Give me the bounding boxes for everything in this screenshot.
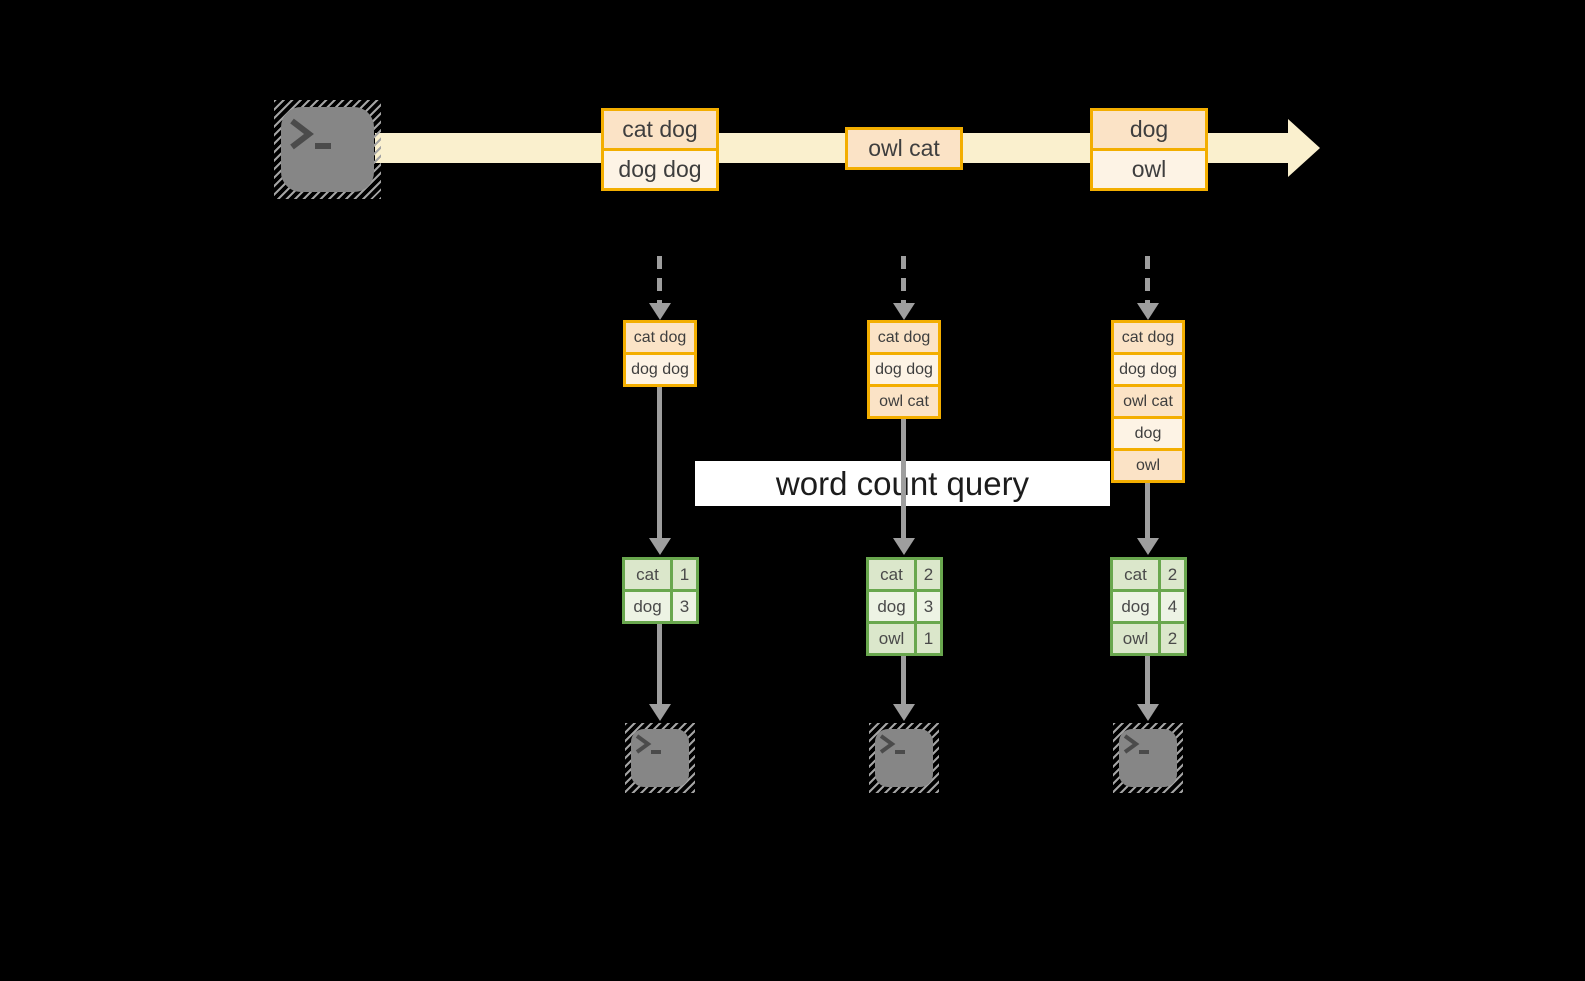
stream-event-box-3: dog owl xyxy=(1090,108,1208,191)
terminal-prompt-icon xyxy=(879,734,905,754)
count-table-1: cat 1 dog 3 xyxy=(622,557,699,624)
flow-arrow-shaft xyxy=(1145,483,1150,538)
sink-terminal-icon xyxy=(869,723,939,793)
count-value: 3 xyxy=(917,592,940,621)
count-row: owl 1 xyxy=(869,624,940,653)
count-row: owl 2 xyxy=(1113,624,1184,653)
dashed-arrow-shaft xyxy=(657,256,662,303)
source-terminal-icon xyxy=(274,100,381,199)
count-value: 1 xyxy=(673,560,696,589)
count-word: dog xyxy=(625,592,670,621)
stream-event-box-1: cat dog dog dog xyxy=(601,108,719,191)
buffer-line: cat dog xyxy=(870,323,938,352)
count-row: dog 3 xyxy=(625,592,696,621)
stream-event-box-2: owl cat xyxy=(845,127,963,170)
flow-arrow-shaft xyxy=(1145,656,1150,704)
stream-event-line: dog dog xyxy=(604,151,716,188)
dashed-arrow-shaft xyxy=(1145,256,1150,303)
buffer-line: cat dog xyxy=(1114,323,1182,352)
count-value: 2 xyxy=(917,560,940,589)
count-word: owl xyxy=(1113,624,1158,653)
count-value: 4 xyxy=(1161,592,1184,621)
sink-terminal-icon xyxy=(625,723,695,793)
dashed-arrowhead-icon xyxy=(893,303,915,320)
flow-arrowhead-icon xyxy=(649,538,671,555)
count-row: cat 2 xyxy=(869,560,940,589)
count-value: 2 xyxy=(1161,560,1184,589)
count-row: dog 4 xyxy=(1113,592,1184,621)
count-word: cat xyxy=(869,560,914,589)
stream-timeline-arrowhead-icon xyxy=(1288,119,1320,177)
terminal-prompt-icon xyxy=(1123,734,1149,754)
stream-event-line: cat dog xyxy=(604,111,716,148)
buffer-stack-3: cat dog dog dog owl cat dog owl xyxy=(1111,320,1185,483)
flow-arrowhead-icon xyxy=(1137,538,1159,555)
buffer-line: dog xyxy=(1114,419,1182,448)
terminal-prompt-icon xyxy=(635,734,661,754)
count-word: dog xyxy=(869,592,914,621)
flow-arrow-shaft xyxy=(901,419,906,538)
count-value: 3 xyxy=(673,592,696,621)
count-word: cat xyxy=(1113,560,1158,589)
count-word: dog xyxy=(1113,592,1158,621)
flow-arrow-shaft xyxy=(657,387,662,538)
dashed-arrowhead-icon xyxy=(649,303,671,320)
buffer-line: owl cat xyxy=(1114,387,1182,416)
count-row: cat 2 xyxy=(1113,560,1184,589)
flow-arrowhead-icon xyxy=(649,704,671,721)
buffer-line: dog dog xyxy=(1114,355,1182,384)
buffer-stack-2: cat dog dog dog owl cat xyxy=(867,320,941,419)
buffer-stack-1: cat dog dog dog xyxy=(623,320,697,387)
flow-arrowhead-icon xyxy=(893,704,915,721)
count-row: cat 1 xyxy=(625,560,696,589)
buffer-line: cat dog xyxy=(626,323,694,352)
buffer-line: dog dog xyxy=(870,355,938,384)
count-table-3: cat 2 dog 4 owl 2 xyxy=(1110,557,1187,656)
buffer-line: owl xyxy=(1114,451,1182,480)
count-value: 1 xyxy=(917,624,940,653)
flow-arrow-shaft xyxy=(657,624,662,704)
count-table-2: cat 2 dog 3 owl 1 xyxy=(866,557,943,656)
stream-event-line: owl cat xyxy=(848,130,960,167)
sink-terminal-icon xyxy=(1113,723,1183,793)
count-row: dog 3 xyxy=(869,592,940,621)
terminal-prompt-icon xyxy=(290,118,331,150)
count-word: owl xyxy=(869,624,914,653)
dashed-arrowhead-icon xyxy=(1137,303,1159,320)
dashed-arrow-shaft xyxy=(901,256,906,303)
buffer-line: dog dog xyxy=(626,355,694,384)
count-word: cat xyxy=(625,560,670,589)
buffer-line: owl cat xyxy=(870,387,938,416)
flow-arrowhead-icon xyxy=(893,538,915,555)
stream-event-line: owl xyxy=(1093,151,1205,188)
count-value: 2 xyxy=(1161,624,1184,653)
flow-arrowhead-icon xyxy=(1137,704,1159,721)
stream-event-line: dog xyxy=(1093,111,1205,148)
flow-arrow-shaft xyxy=(901,656,906,704)
